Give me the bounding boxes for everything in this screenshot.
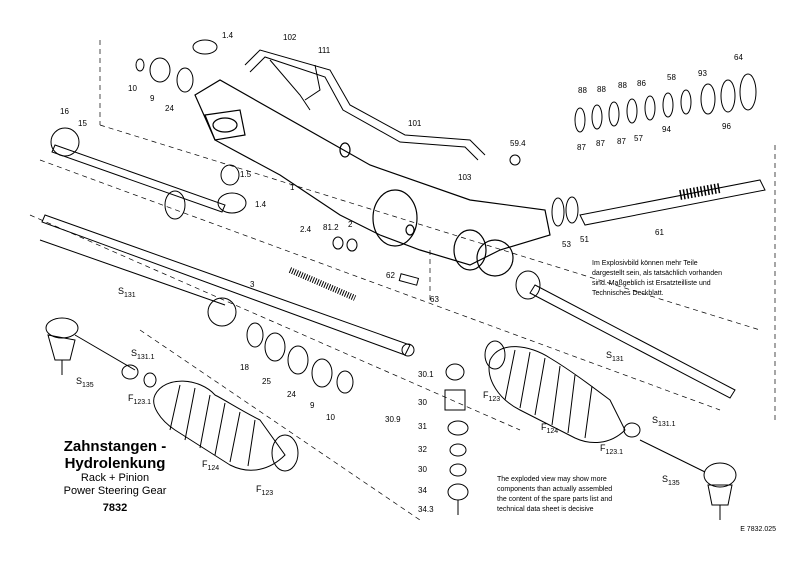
label-25: 25 [262,377,271,386]
label-103: 103 [458,173,472,182]
tie-rod-end-right [623,422,737,520]
note-german: Im Explosivbild können mehr Teile darges… [592,260,722,297]
label-87-b: 87 [596,139,605,148]
label-87-c: 87 [617,137,626,146]
label-94: 94 [662,125,671,134]
label-24-bottom: 24 [287,390,296,399]
assembly-lines [29,40,776,521]
svg-text:the content of the spare parts: the content of the spare parts list and [497,496,612,503]
label-s135-left: S135 [76,376,94,389]
label-88-a: 88 [578,86,587,95]
label-61: 61 [655,228,664,237]
svg-text:sind. Maßgeblich ist Ersatztei: sind. Maßgeblich ist Ersatzteilliste und [592,280,711,287]
title-line-2: Hydrolenkung [64,455,166,472]
svg-text:The exploded view may show mor: The exploded view may show more [497,476,607,483]
label-88-c: 88 [618,81,627,90]
label-s135-right: S135 [662,474,680,487]
label-111: 111 [318,46,331,55]
label-31: 31 [418,422,427,431]
bellows-left [153,380,299,472]
svg-text:Im Explosivbild können mehr Te: Im Explosivbild können mehr Teile [592,260,698,267]
svg-text:technical data sheet is decisi: technical data sheet is decisive [497,506,594,513]
note-english: The exploded view may show more componen… [497,476,612,513]
tie-rod-left [39,127,237,327]
bellows-right [484,340,626,443]
label-10-bottom: 10 [326,413,335,422]
label-f123-1-left: F123.1 [128,393,151,406]
label-3: 3 [250,280,255,289]
label-64: 64 [734,53,743,62]
label-f124-left: F124 [202,459,219,472]
svg-text:dargestellt sein, als tatsächl: dargestellt sein, als tatsächlich vorhan… [592,270,722,277]
label-87-a: 87 [577,143,586,152]
label-18: 18 [240,363,249,372]
top-fittings [135,39,521,286]
label-63: 63 [430,295,439,304]
label-10-top: 10 [128,84,137,93]
label-1-4-top: 1.4 [222,31,234,40]
label-88-b: 88 [597,85,606,94]
label-59-4: 59.4 [510,139,526,148]
label-34: 34 [418,486,427,495]
hydraulic-lines [244,49,486,161]
label-30-1: 30.1 [418,370,434,379]
label-16: 16 [60,107,69,116]
label-58: 58 [667,73,676,82]
label-9-bottom: 9 [310,401,315,410]
label-86: 86 [637,79,646,88]
label-34-3: 34.3 [418,505,434,514]
label-f124-right: F124 [541,422,558,435]
reference-code: E 7832.025 [740,526,776,533]
diagram-number: 7832 [102,502,128,514]
label-30-9: 30.9 [385,415,401,424]
label-30-b: 30 [418,465,427,474]
label-s131-1-left: S131.1 [131,348,155,361]
label-1-5: 1.5 [240,170,252,179]
label-24-top: 24 [165,104,174,113]
label-15: 15 [78,119,87,128]
label-93: 93 [698,69,707,78]
gear-housing [194,79,551,277]
label-f123-1-right: F123.1 [600,443,623,456]
subtitle-line-1: Rack + Pinion [80,472,150,484]
label-51: 51 [580,235,589,244]
label-30-a: 30 [418,398,427,407]
pinion-shaft [551,179,766,227]
seal-rings-left [246,322,354,394]
title-line-1: Zahnstangen - [63,438,167,455]
label-2: 2 [348,220,353,229]
label-1: 1 [290,183,295,192]
label-f123-left: F123 [256,484,273,497]
label-9-top: 9 [150,94,155,103]
label-s131-right: S131 [606,350,624,363]
label-81-2: 81.2 [323,223,339,232]
rack-bar [41,214,415,357]
label-96: 96 [722,122,731,131]
label-62: 62 [386,271,395,280]
valve-seals [574,73,757,133]
label-53: 53 [562,240,571,249]
tie-rod-end-left [45,317,157,388]
label-102: 102 [283,33,297,42]
label-32: 32 [418,445,427,454]
subtitle-line-2: Power Steering Gear [63,485,167,497]
label-101: 101 [408,119,422,128]
label-1-4-mid: 1.4 [255,200,267,209]
label-s131-1-right: S131.1 [652,415,676,428]
part-labels: 1.4 102 111 10 9 24 16 15 101 59.4 103 1… [60,31,743,514]
title-block: Zahnstangen - Hydrolenkung Rack + Pinion… [40,438,190,515]
label-57: 57 [634,134,643,143]
label-2-4: 2.4 [300,225,312,234]
tie-rod-right [515,270,736,399]
svg-text:components than actually assem: components than actually assembled [497,486,612,493]
svg-text:Technisches Deckblatt.: Technisches Deckblatt. [592,290,664,297]
label-f123-right: F123 [483,390,500,403]
label-s131-left: S131 [118,286,136,299]
valve-stack [444,363,469,515]
